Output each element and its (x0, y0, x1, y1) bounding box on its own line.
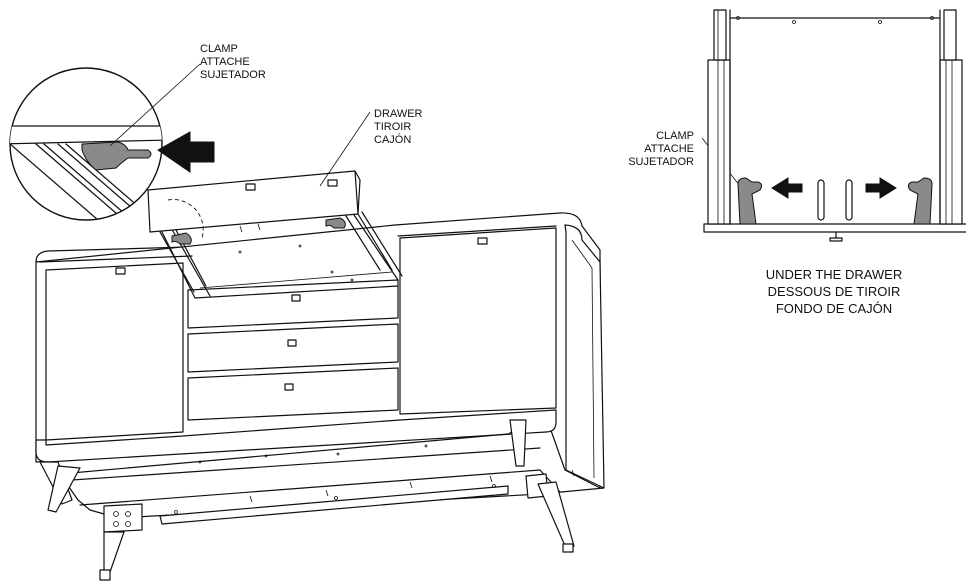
arrow-left (771, 177, 803, 199)
door-handle (477, 237, 488, 245)
sideboard-cabinet (35, 211, 605, 581)
leg (509, 419, 527, 467)
caption-en: UNDER THE DRAWER (765, 267, 903, 282)
corner-bracket (103, 503, 143, 533)
clamp-label: CLAMP ATTACHE SUJETADOR (200, 43, 266, 82)
drawer-label-fr: TIROIR (374, 121, 412, 133)
clamp-label-en: CLAMP (200, 43, 238, 55)
caption-es: FONDO DE CAJÓN (775, 301, 893, 316)
drawer-label-es: CAJÓN (374, 134, 412, 146)
leader-line (109, 63, 201, 147)
leader-line (319, 111, 371, 187)
leg (47, 465, 81, 513)
under-drawer-caption: UNDER THE DRAWER DESSOUS DE TIROIR FONDO… (714, 266, 954, 317)
under-drawer-view (703, 9, 966, 242)
drawer-handle (287, 339, 297, 347)
clamp-label-es: SUJETADOR (200, 69, 266, 81)
drawer-label-en: DRAWER (374, 108, 423, 120)
center-drawer-1 (187, 279, 399, 329)
center-drawer-3 (187, 367, 399, 421)
drawer-handle (245, 183, 256, 191)
clamp-detail-label-es: SUJETADOR (628, 156, 694, 168)
clamp-detail-label: CLAMP ATTACHE SUJETADOR (612, 130, 694, 169)
caption-fr: DESSOUS DE TIROIR (767, 284, 901, 299)
drawer-label: DRAWER TIROIR CAJÓN (374, 108, 422, 147)
drawer-handle (327, 179, 338, 187)
right-door (399, 227, 557, 415)
clamp (171, 232, 192, 245)
push-arrow (157, 131, 215, 173)
clamp (81, 141, 152, 171)
leg (537, 481, 575, 549)
center-drawer-2 (187, 323, 399, 373)
clamp (907, 177, 933, 225)
clamp-label-fr: ATTACHE (200, 56, 250, 68)
clamp (325, 217, 346, 229)
base-rail (159, 485, 509, 525)
clamp-detail-label-fr: ATTACHE (644, 143, 694, 155)
leg (103, 531, 125, 573)
arrow-right (865, 177, 897, 199)
pulled-drawer (147, 170, 393, 293)
door-handle (115, 267, 126, 275)
drawer-handle (284, 383, 294, 391)
clamp-detail-label-en: CLAMP (656, 130, 694, 142)
clamp (737, 177, 763, 225)
left-door (45, 262, 184, 441)
drawer-handle (291, 294, 301, 302)
